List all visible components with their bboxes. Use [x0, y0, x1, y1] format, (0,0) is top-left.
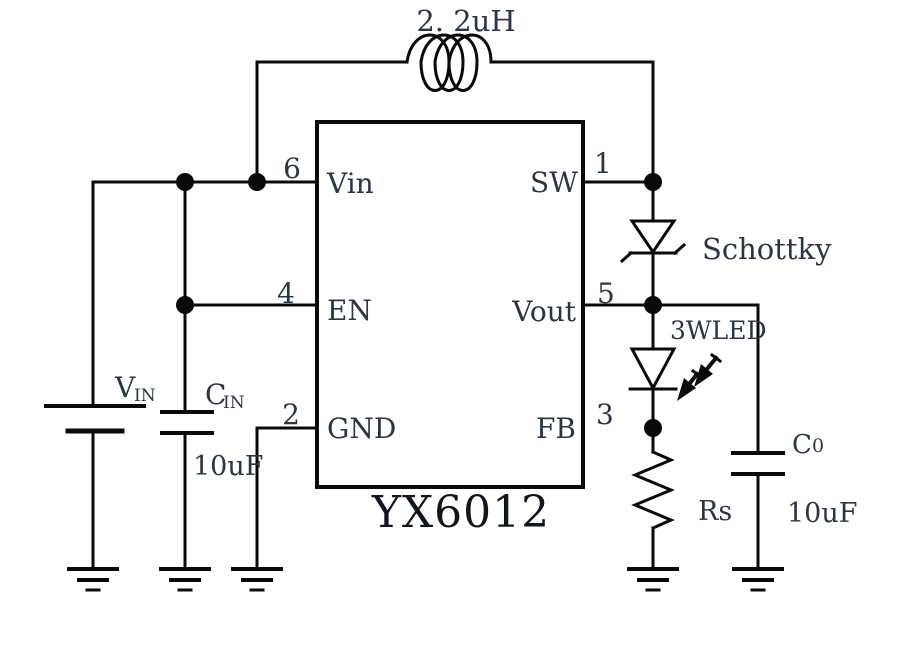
pin-number-en: 4: [277, 277, 295, 310]
led-triangle: [629, 347, 677, 392]
pin-label-vout: Vout: [511, 295, 577, 328]
junction-dot: [644, 173, 662, 191]
pin-number-sw: 1: [594, 147, 612, 180]
ic-body: [315, 120, 585, 489]
led-arrow-icon: [694, 352, 723, 387]
capacitor-cin-symbol: [160, 410, 214, 435]
led-arrow-head: [677, 378, 696, 401]
junction-dot: [176, 296, 194, 314]
ground-symbol: [231, 567, 283, 592]
rs-label: Rs: [698, 496, 732, 527]
led-arrow-icon: [677, 368, 704, 401]
capacitor-co-symbol: [731, 451, 785, 476]
cin-value-label: 10uF: [193, 451, 263, 482]
led-arrow-fin: [690, 368, 704, 380]
led-arrow-shaft: [704, 355, 719, 372]
cin-label-sub: IN: [223, 393, 245, 413]
co-label-sub: 0: [812, 435, 824, 457]
pin-label-vin: Vin: [326, 167, 374, 200]
schottky-triangle: [629, 219, 677, 255]
junction-dot: [176, 173, 194, 191]
source-label-main: V: [114, 371, 136, 404]
led-arrow-head: [694, 364, 713, 387]
co-label-main: C: [792, 430, 812, 460]
ground-symbol: [732, 567, 784, 592]
schottky-hook-right: [672, 242, 687, 256]
junction-dot: [644, 296, 662, 314]
ground-symbol: [159, 567, 211, 592]
cin-label-main: C: [205, 378, 226, 411]
ground-symbol: [627, 567, 679, 592]
pin-label-sw: SW: [530, 166, 578, 199]
pin-label-fb: FB: [536, 412, 576, 445]
schottky-diode-symbol: [619, 219, 687, 264]
junction-dot: [248, 173, 266, 191]
co-value-label: 10uF: [787, 498, 857, 529]
inductor-coil-icon: [405, 33, 493, 92]
pin-number-gnd: 2: [282, 398, 300, 431]
schottky-hook-left: [619, 250, 634, 264]
led-symbol: [628, 347, 723, 401]
pin-number-vin: 6: [283, 152, 301, 185]
led-arrow-shaft: [687, 371, 700, 386]
resistor-rs-symbol: [631, 450, 675, 530]
pin-number-vout: 5: [597, 277, 615, 310]
led-label: 3WLED: [670, 316, 767, 345]
junction-dot: [644, 419, 662, 437]
pin-number-fb: 3: [596, 398, 614, 431]
ground-symbol: [67, 567, 119, 592]
schottky-label: Schottky: [702, 232, 832, 266]
ic-part-number: YX6012: [371, 487, 550, 538]
battery-symbol: [44, 404, 146, 434]
source-label-sub: IN: [134, 386, 156, 406]
wire-gnd: [255, 426, 319, 571]
pin-label-en: EN: [327, 294, 372, 327]
led-arrow-fin: [709, 352, 723, 364]
inductor-value-label: 2. 2uH: [416, 4, 515, 38]
pin-label-gnd: GND: [327, 412, 396, 445]
